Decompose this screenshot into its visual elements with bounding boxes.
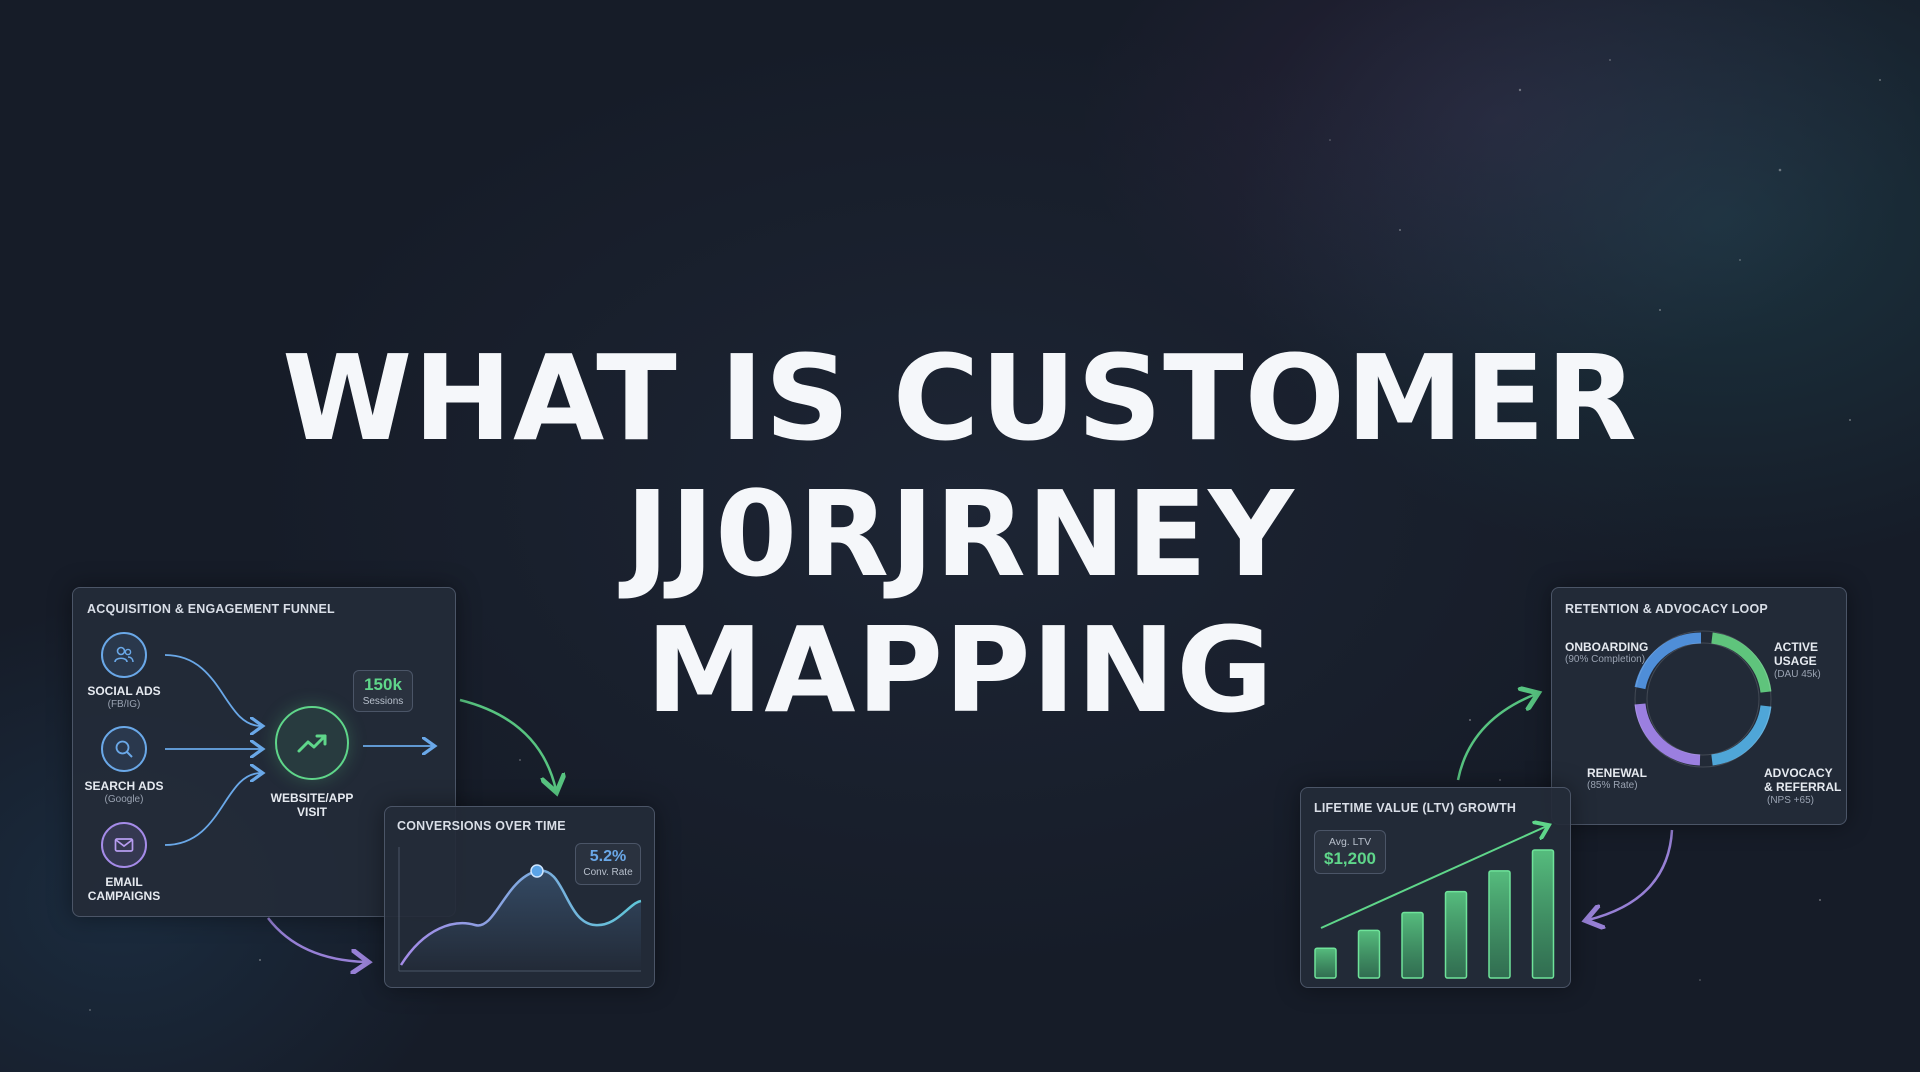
ltv-bar-5: [1488, 870, 1511, 979]
ltv-growth-panel: LIFETIME VALUE (LTV) GROWTH Avg. LTV $1,…: [1300, 787, 1571, 988]
active-usage-label: ACTIVE: [1774, 640, 1819, 654]
ltv-bar-4: [1444, 890, 1468, 979]
social-ads-node: [101, 632, 147, 678]
panel-title: LIFETIME VALUE (LTV) GROWTH: [1314, 801, 1517, 815]
search-ads-label: SEARCH ADS: [84, 779, 164, 793]
ring-renewal: [1634, 703, 1701, 766]
title-line-3: MAPPING: [645, 601, 1275, 739]
advocacy-label-2: & REFERRAL: [1764, 780, 1842, 794]
onboarding-label: ONBOARDING: [1565, 640, 1649, 654]
conv-rate-badge: 5.2% Conv. Rate: [575, 843, 641, 885]
search-ads-sub: (Google): [104, 794, 144, 805]
conversion-peak-point: [530, 864, 544, 878]
onboarding-sub: (90% Completion): [1565, 654, 1646, 665]
users-icon: [114, 646, 134, 663]
advocacy-label: ADVOCACY: [1764, 766, 1833, 780]
renewal-sub: (85% Rate): [1587, 780, 1638, 791]
search-ads-node: [101, 726, 147, 772]
website-visit-label: WEBSITE/APP: [270, 791, 354, 805]
sessions-badge: 150k Sessions: [353, 670, 413, 712]
email-label: EMAIL: [105, 875, 143, 889]
website-visit-label-2: VISIT: [296, 805, 327, 819]
ltv-bar-1: [1314, 947, 1337, 979]
ltv-bar-chart: [1314, 788, 1555, 979]
search-icon: [115, 740, 133, 758]
mail-icon: [114, 838, 134, 852]
title-line-1: WHAT IS CUSTOMER: [282, 329, 1638, 467]
funnel-connectors: [164, 654, 457, 846]
panel-title: RETENTION & ADVOCACY LOOP: [1565, 602, 1768, 616]
avg-ltv-badge: Avg. LTV $1,200: [1314, 830, 1386, 874]
ltv-bar-6: [1531, 849, 1555, 979]
retention-ring: [1634, 630, 1772, 768]
ring-active-usage: [1711, 632, 1772, 693]
panel-title: CONVERSIONS OVER TIME: [397, 819, 566, 833]
conv-rate-value: 5.2%: [589, 848, 627, 865]
conversions-panel: CONVERSIONS OVER TIME 5.2% Conv. Rate: [384, 806, 655, 988]
sessions-label: Sessions: [362, 696, 404, 707]
email-label-2: CAMPAIGNS: [87, 889, 161, 903]
ltv-bar-3: [1401, 911, 1424, 979]
main-title: WHAT IS CUSTOMER JJ0RJRNEY MAPPING: [0, 330, 1920, 738]
retention-loop-panel: RETENTION & ADVOCACY LOOP ONBOARDING (90…: [1551, 587, 1847, 825]
active-usage-label-2: USAGE: [1774, 654, 1817, 668]
conv-rate-label: Conv. Rate: [583, 867, 633, 878]
social-ads-sub: (FB/IG): [107, 699, 141, 710]
ring-onboarding: [1634, 632, 1702, 690]
renewal-label: RENEWAL: [1587, 766, 1647, 780]
trend-up-icon: [297, 734, 327, 753]
avg-ltv-label: Avg. LTV: [1328, 836, 1372, 848]
avg-ltv-value: $1,200: [1324, 849, 1376, 868]
ring-advocacy: [1711, 705, 1772, 766]
website-visit-node: [275, 706, 349, 780]
conversion-line-chart: [398, 847, 642, 972]
email-campaigns-node: [101, 822, 147, 868]
ltv-bar-2: [1357, 929, 1381, 979]
panel-title: ACQUISITION & ENGAGEMENT FUNNEL: [87, 602, 335, 616]
advocacy-sub: (NPS +65): [1767, 795, 1814, 806]
sessions-value: 150k: [364, 675, 402, 694]
title-line-2: JJ0RJRNEY: [625, 465, 1295, 603]
active-usage-sub: (DAU 45k): [1774, 669, 1821, 680]
ltv-trend-arrow: [1320, 826, 1547, 929]
social-ads-label: SOCIAL ADS: [87, 684, 161, 698]
